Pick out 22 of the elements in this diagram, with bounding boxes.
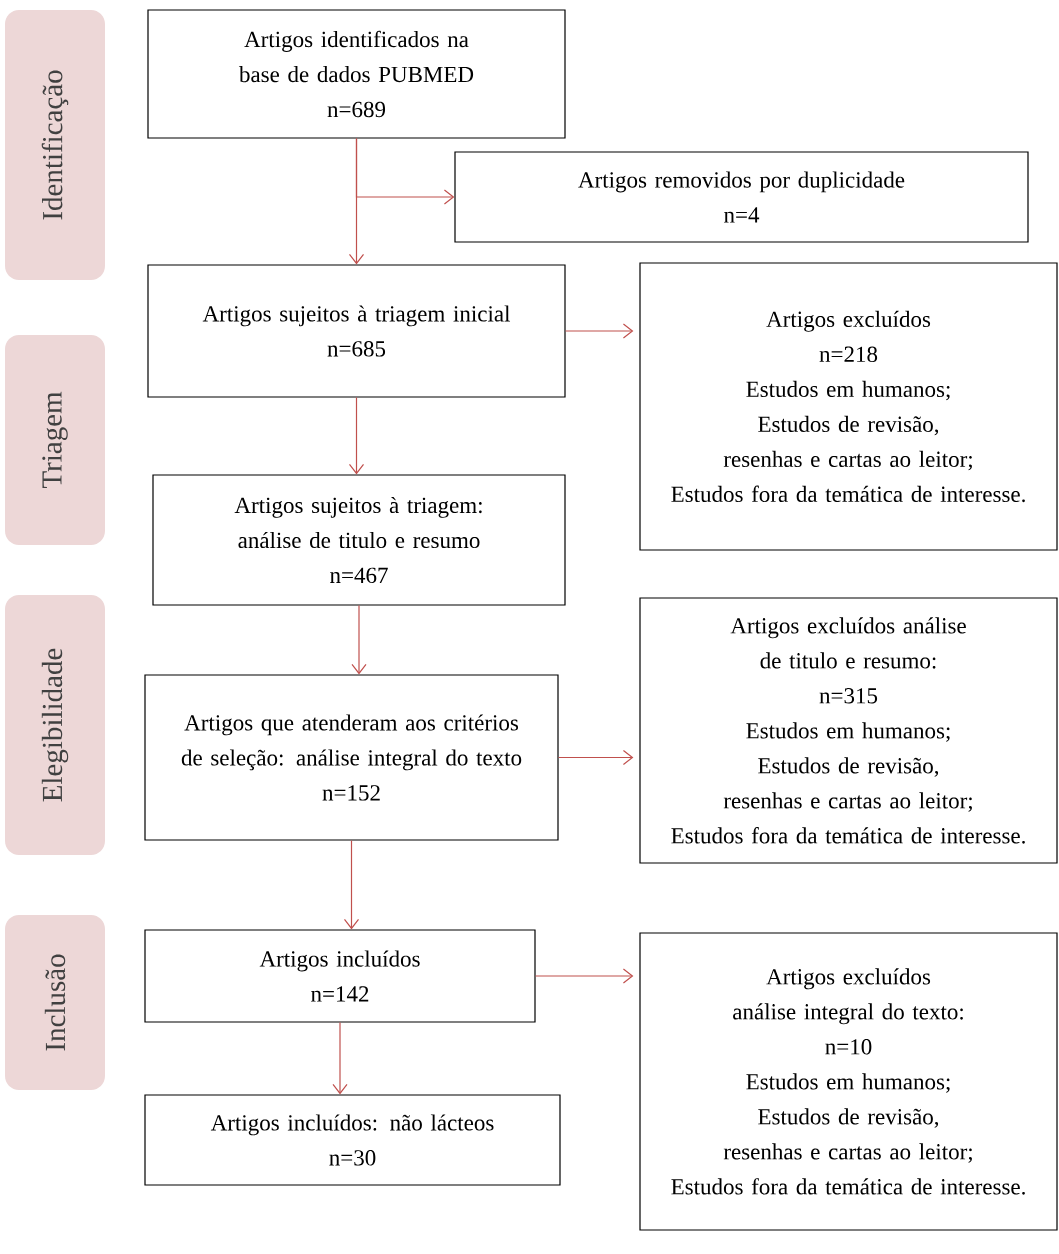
- process-box: Artigos identificados na base de dados PUBMED n=689: [147, 9, 566, 139]
- arrow: [343, 840, 360, 930]
- arrow: [348, 397, 365, 475]
- arrow: [535, 968, 634, 984]
- arrow: [558, 749, 634, 766]
- stage-band: Triagem: [5, 335, 105, 545]
- process-box: Artigos incluídos n=142: [144, 929, 536, 1023]
- stage-band: Elegibilidade: [5, 595, 105, 855]
- arrow: [355, 138, 455, 205]
- stage-band: Identificação: [5, 10, 105, 280]
- process-box: Artigos excluídos análise de titulo e resumo: n=315 Estudos em humanos; Estudos de revisão, resenhas e cartas ao leitor; Estudos fora da temática de interesse.: [639, 597, 1058, 864]
- process-box: Artigos excluídos n=218 Estudos em humanos; Estudos de revisão, resenhas e cartas ao leitor; Estudos fora da temática de interesse.: [639, 262, 1058, 551]
- process-box: Artigos sujeitos à triagem: análise de titulo e resumo n=467: [152, 474, 566, 606]
- arrow: [332, 1022, 348, 1095]
- process-box: Artigos sujeitos à triagem inicial n=685: [147, 264, 566, 398]
- stage-band: Inclusão: [5, 915, 105, 1090]
- arrow: [351, 605, 367, 675]
- process-box: Artigos incluídos: não lácteos n=30: [144, 1094, 561, 1186]
- process-box: Artigos removidos por duplicidade n=4: [454, 151, 1029, 243]
- arrow: [565, 323, 634, 339]
- process-box: Artigos que atenderam aos critérios de seleção: análise integral do texto n=152: [144, 674, 559, 841]
- process-box: Artigos excluídos análise integral do texto: n=10 Estudos em humanos; Estudos de revisão, resenhas e cartas ao leitor; Estudos fora da temática de interesse.: [639, 932, 1058, 1231]
